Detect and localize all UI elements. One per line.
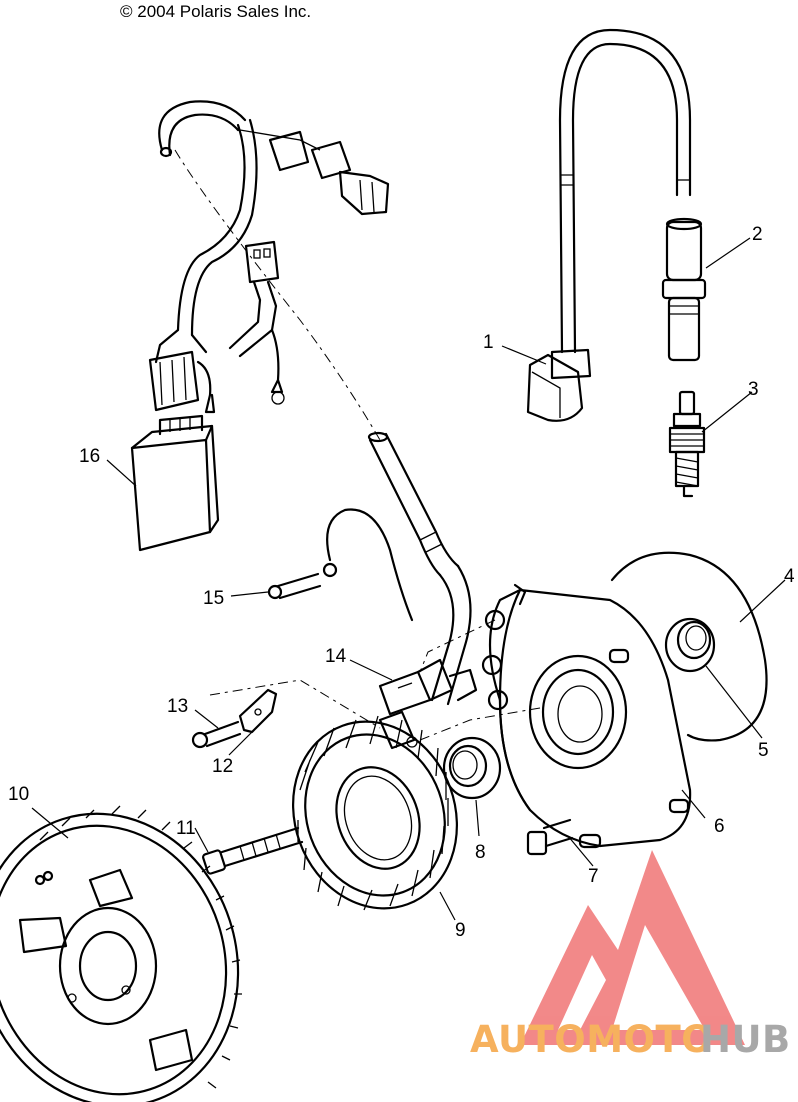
callout-14: 14 <box>325 646 347 667</box>
trigger-coil <box>378 658 478 716</box>
callout-2: 2 <box>752 224 763 245</box>
assembly-center-lines <box>174 149 541 741</box>
callout-15: 15 <box>203 588 224 609</box>
spark-plug <box>668 390 706 498</box>
bearing-seal-5 <box>664 617 716 673</box>
callout-4: 4 <box>784 566 795 587</box>
callout-11: 11 <box>176 818 196 839</box>
stator-bolt-11 <box>202 826 304 875</box>
stator-plate <box>481 583 692 849</box>
oil-seal-8 <box>442 736 502 800</box>
callout-10: 10 <box>8 784 29 805</box>
callout-8: 8 <box>475 842 486 863</box>
o-ring <box>610 551 768 742</box>
callout-1: 1 <box>483 332 494 353</box>
callout-9: 9 <box>455 920 466 941</box>
copyright-notice: © 2004 Polaris Sales Inc. <box>120 2 312 21</box>
callout-numbers: 1 2 3 4 5 6 7 8 9 10 11 12 13 14 15 16 <box>8 224 795 941</box>
wire-clamp-bracket <box>238 688 278 734</box>
spark-plug-cap <box>661 217 707 362</box>
leader-lines <box>31 237 786 921</box>
cdi-box <box>130 414 220 552</box>
watermark-logo-icon <box>520 850 745 1045</box>
stator-lead-cable <box>367 431 472 706</box>
watermark-text-hub: HUB <box>700 1018 791 1061</box>
flywheel <box>0 805 242 1102</box>
screw-13 <box>191 720 242 749</box>
bolt-7 <box>526 818 574 856</box>
callout-5: 5 <box>758 740 769 761</box>
callout-12: 12 <box>212 756 233 777</box>
ground-wire <box>322 508 414 622</box>
callout-3: 3 <box>748 379 759 400</box>
callout-7: 7 <box>588 866 599 887</box>
automotohub-watermark: AUTOMOTO HUB <box>470 850 791 1061</box>
callout-6: 6 <box>714 816 725 837</box>
callout-16: 16 <box>79 446 100 467</box>
screw-15 <box>267 572 322 600</box>
stator <box>292 710 458 911</box>
watermark-text-automoto: AUTOMOTO <box>470 1018 713 1061</box>
callout-13: 13 <box>167 696 188 717</box>
ignition-coil-with-lead <box>526 28 692 422</box>
wiring-harness <box>148 100 390 414</box>
